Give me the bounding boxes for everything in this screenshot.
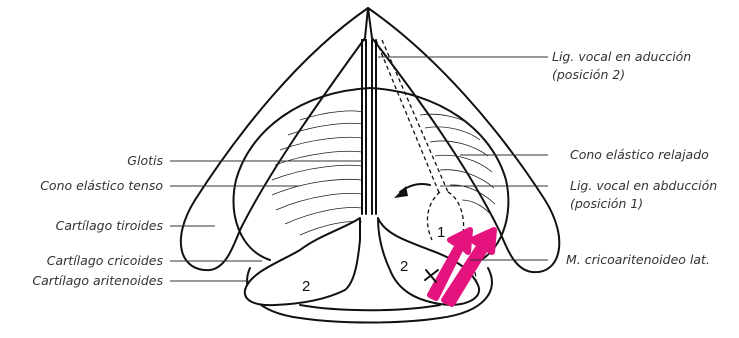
label-cartilago-cricoides: Cartílago cricoides — [47, 253, 164, 268]
label-cartilago-tiroides: Cartílago tiroides — [56, 218, 164, 233]
conus-elasticus-tense — [272, 111, 362, 235]
label-glotis: Glotis — [127, 153, 163, 168]
number-right-arytenoid-abducted: 1 — [437, 224, 445, 241]
number-left-arytenoid: 2 — [302, 278, 310, 295]
rotation-arrow — [394, 184, 430, 198]
number-right-arytenoid-adducted: 2 — [400, 258, 408, 275]
label-cartilago-aritenoides: Cartílago aritenoides — [32, 273, 163, 288]
label-lig-vocal-abduccion: Lig. vocal en abducción — [570, 178, 717, 193]
label-cono-elastico-relajado: Cono elástico relajado — [570, 147, 709, 162]
label-lig-vocal-abduccion-pos: (posición 1) — [570, 196, 643, 211]
vocal-ligaments-adducted — [362, 40, 376, 214]
label-lig-vocal-aduccion: Lig. vocal en aducción — [552, 49, 691, 64]
label-lig-vocal-aduccion-pos: (posición 2) — [552, 67, 625, 82]
label-cono-elastico-tenso: Cono elástico tenso — [40, 178, 163, 193]
label-cricoaritenoideo-lat: M. cricoaritenoideo lat. — [566, 252, 710, 267]
